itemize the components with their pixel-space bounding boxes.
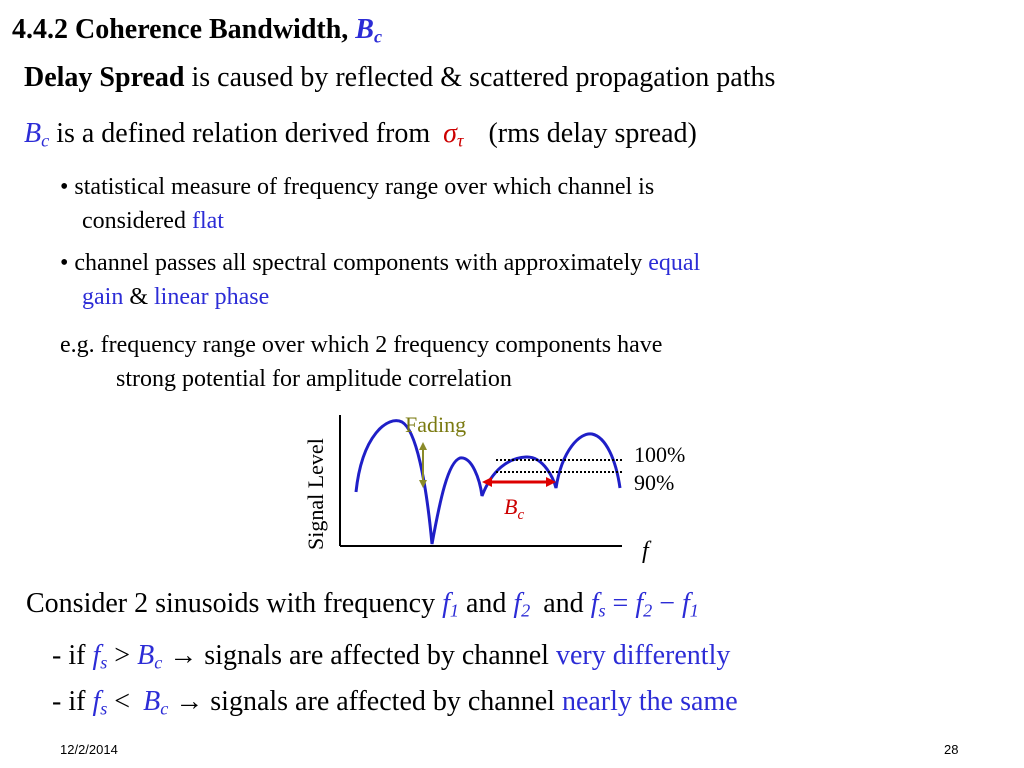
fs-symbol-1: fs — [92, 640, 108, 673]
example-line-a: e.g. frequency range over which 2 freque… — [60, 332, 663, 358]
fading-arrow-head-top — [419, 442, 427, 450]
bc-definition-line: Bc is a defined relation derived from στ… — [24, 118, 697, 152]
slide-title: 4.4.2 Coherence Bandwidth, Bc — [12, 14, 382, 48]
bullet1-line-b: considered flat — [82, 208, 224, 234]
fading-label: Fading — [405, 412, 466, 437]
bullet2-line-a: • channel passes all spectral components… — [60, 250, 701, 276]
flat-term: flat — [191, 208, 224, 234]
bc-definition-text: is a defined relation derived from — [56, 118, 431, 149]
delay-spread-text: is caused by reflected & scattered propa… — [191, 62, 776, 93]
bc-arrow-head-right — [546, 477, 556, 487]
condition-less-line: - if fs < Bc → signals are affected by c… — [52, 686, 738, 719]
bc-symbol: Bc — [24, 118, 50, 151]
signal-curve — [354, 419, 622, 545]
nearly-same-term: nearly the same — [561, 686, 738, 717]
linear-phase-term: linear phase — [154, 284, 270, 310]
example-line-b: strong potential for amplitude correlati… — [116, 366, 512, 392]
condition-greater-line: - if fs > Bc → signals are affected by c… — [52, 640, 731, 673]
bc-arrow-head-left — [482, 477, 492, 487]
fs-symbol-2: fs — [92, 686, 108, 719]
bullet2-line-b: gain & linear phase — [82, 284, 270, 310]
level-100-label: 100% — [634, 442, 685, 467]
coherence-bandwidth-diagram: Signal Level f Fading 100% 90% Bc — [303, 412, 685, 564]
example-text: e.g. frequency range over which 2 freque… — [60, 328, 662, 396]
bc-symbol-2: Bc — [143, 686, 169, 719]
bullet1-line-a: • statistical measure of frequency range… — [60, 174, 655, 200]
f1-symbol: f1 — [442, 588, 459, 621]
very-differently-term: very differently — [555, 640, 731, 671]
rms-delay-text: (rms delay spread) — [488, 118, 697, 149]
fs-equation: fs = f2 − f1 — [590, 588, 699, 621]
y-axis-label: Signal Level — [303, 438, 328, 550]
delay-spread-line: Delay Spread is caused by reflected & sc… — [24, 62, 775, 94]
footer-date: 12/2/2014 — [60, 742, 118, 757]
x-axis-label: f — [642, 538, 652, 564]
arrow-icon: → — [175, 686, 204, 717]
fading-arrow-head-bottom — [419, 480, 427, 488]
delay-spread-term: Delay Spread — [24, 62, 185, 93]
bullet-statistical-measure: • statistical measure of frequency range… — [60, 170, 654, 238]
consider-line: Consider 2 sinusoids with frequency f1 a… — [26, 588, 699, 621]
title-symbol: Bc — [355, 14, 383, 47]
footer-page-number: 28 — [944, 742, 959, 757]
sigma-tau-symbol: στ — [443, 118, 464, 151]
bc-label: Bc — [504, 494, 524, 523]
level-90-label: 90% — [634, 470, 674, 495]
f2-symbol: f2 — [513, 588, 531, 621]
arrow-icon: → — [169, 640, 198, 671]
equal-term: equal — [648, 250, 701, 276]
title-text: 4.4.2 Coherence Bandwidth, — [12, 14, 349, 45]
bc-symbol-1: Bc — [137, 640, 163, 673]
gain-term: gain — [82, 284, 124, 310]
bullet-spectral-components: • channel passes all spectral components… — [60, 246, 700, 314]
